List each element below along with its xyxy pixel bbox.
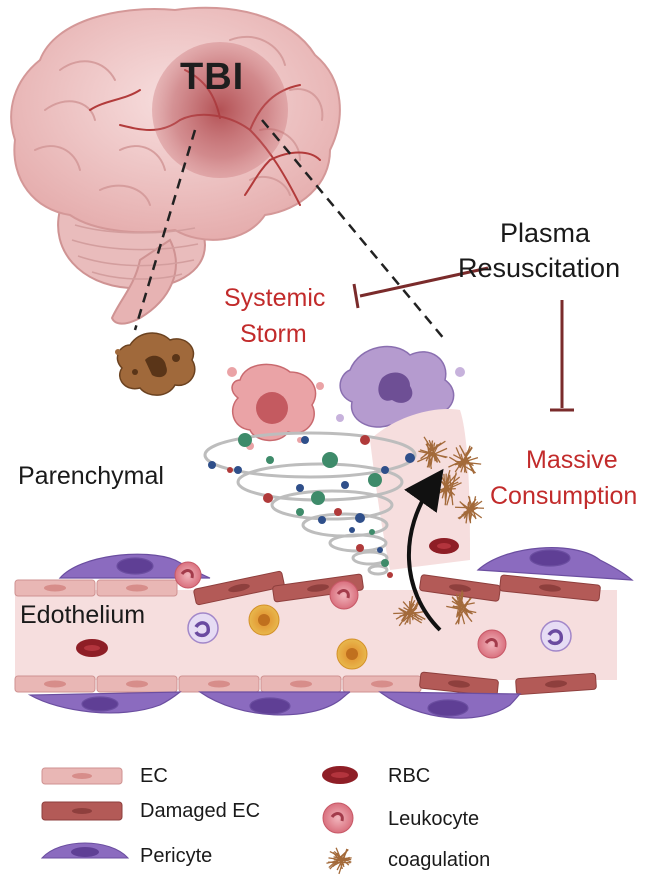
ec-cell (14, 579, 96, 597)
inhibition-plasma-storm (352, 266, 489, 309)
ec-row-top (14, 570, 601, 606)
damaged-ec-cell (499, 574, 601, 602)
massive-label: Massive (526, 446, 618, 474)
purple-debris (336, 345, 465, 433)
ec-cell (178, 675, 260, 693)
ec-cell (96, 579, 178, 597)
legend-rbc-label: RBC (388, 765, 431, 787)
coagulation-clusters (393, 436, 485, 627)
legend-leukocyte-icon (322, 802, 354, 834)
coagulation-cluster (326, 847, 352, 875)
leukocytes (174, 561, 572, 670)
coagulation-cluster (448, 445, 482, 475)
ec-cell (342, 675, 422, 693)
storm-particles (208, 433, 415, 578)
coagulation-cluster (455, 495, 485, 524)
projection-lines (133, 119, 446, 341)
consumption-label: Consumption (490, 482, 638, 510)
tbi-label: TBI (180, 56, 245, 98)
storm-label: Storm (240, 320, 307, 348)
consumption-arrow (404, 468, 444, 632)
brainstem (110, 238, 177, 325)
legend-ec-label: EC (140, 765, 168, 787)
rbcs (76, 538, 459, 657)
coagulation-cluster (393, 595, 426, 627)
ec-cell (260, 675, 342, 693)
tbi-lesion (152, 42, 288, 178)
coagulation-cluster (417, 436, 448, 470)
resuscitation-label: Resuscitation (458, 253, 621, 283)
brown-debris (115, 332, 196, 396)
legend-damaged-ec-label: Damaged EC (140, 800, 261, 822)
coagulation-cluster (433, 469, 462, 506)
ec-cell (96, 675, 178, 693)
legend-icons (40, 766, 358, 875)
damaged-ec-cell (193, 570, 285, 606)
legend-leukocyte-label: Leukocyte (388, 808, 480, 830)
brain (10, 6, 341, 325)
parenchymal-label: Parenchymal (18, 462, 164, 490)
pericytes (27, 547, 634, 719)
ec-cell (14, 675, 96, 693)
legend-coagulation-label: coagulation (388, 849, 491, 871)
damaged-ec-cell (515, 672, 597, 696)
plasma-label: Plasma (500, 218, 591, 248)
coagulation-cluster (446, 590, 477, 625)
edothelium-label: Edothelium (20, 601, 146, 629)
damaged-ec-cell (419, 671, 499, 697)
systemic-storm-tornado (203, 431, 417, 576)
legend-pericyte-label: Pericyte (140, 845, 213, 867)
ec-row-bottom (14, 671, 597, 697)
legend-coagulation-icon (326, 847, 352, 875)
inhibition-plasma-consumption (550, 300, 574, 412)
systemic-label: Systemic (224, 284, 326, 312)
